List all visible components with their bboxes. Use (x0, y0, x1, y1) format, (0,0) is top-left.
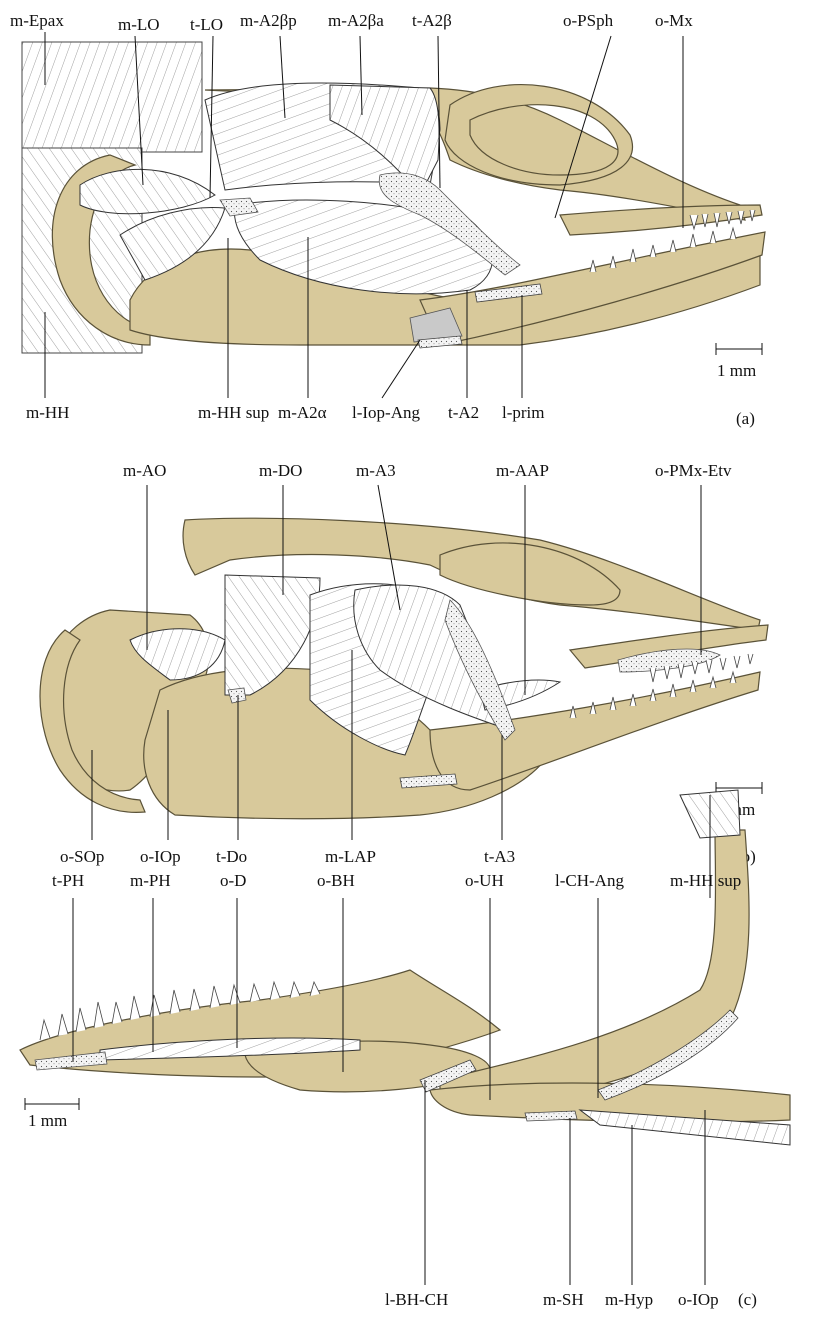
label-t-a2: t-A2 (448, 403, 479, 422)
label-m-lap: m-LAP (325, 847, 376, 866)
label-o-pmx-etv: o-PMx-Etv (655, 461, 732, 480)
label-o-d: o-D (220, 871, 246, 890)
label-t-ph: t-PH (52, 871, 84, 890)
label-m-a2ba: m-A2βa (328, 11, 384, 30)
label-t-a2b: t-A2β (412, 11, 452, 30)
scale-label-a: 1 mm (717, 361, 756, 380)
label-o-iop-c: o-IOp (678, 1290, 719, 1309)
label-m-hyp: m-Hyp (605, 1290, 653, 1309)
panel-c: t-PH m-PH o-D o-BH o-UH l-CH-Ang m-HH su… (20, 790, 790, 1309)
label-m-lo: m-LO (118, 15, 160, 34)
label-o-mx: o-Mx (655, 11, 693, 30)
scale-bar-c (25, 1098, 79, 1110)
label-o-sop: o-SOp (60, 847, 104, 866)
label-m-epax: m-Epax (10, 11, 64, 30)
label-l-prim: l-prim (502, 403, 545, 422)
scale-bar-a (716, 343, 762, 355)
label-m-ph: m-PH (130, 871, 171, 890)
label-t-do: t-Do (216, 847, 247, 866)
label-m-a3: m-A3 (356, 461, 396, 480)
label-t-lo: t-LO (190, 15, 223, 34)
epaxial-muscle (22, 42, 202, 152)
panel-letter-a: (a) (736, 409, 755, 428)
label-l-bh-ch: l-BH-CH (385, 1290, 448, 1309)
label-m-a2bp: m-A2βp (240, 11, 297, 30)
panel-letter-c: (c) (738, 1290, 757, 1309)
panel-b: m-AO m-DO m-A3 m-AAP o-PMx-Etv o-SOp o-I… (40, 461, 768, 866)
scale-label-c: 1 mm (28, 1111, 67, 1130)
m-sh-lig (525, 1111, 577, 1121)
panel-a: m-Epax m-LO t-LO m-A2βp m-A2βa t-A2β o-P… (10, 11, 765, 428)
label-m-ao: m-AO (123, 461, 166, 480)
label-l-ch-ang: l-CH-Ang (555, 871, 624, 890)
label-m-a2a: m-A2α (278, 403, 327, 422)
label-m-do: m-DO (259, 461, 302, 480)
label-m-hh: m-HH (26, 403, 69, 422)
label-o-iop-b: o-IOp (140, 847, 181, 866)
label-t-a3: t-A3 (484, 847, 515, 866)
label-m-sh: m-SH (543, 1290, 584, 1309)
label-m-hh-sup-c: m-HH sup (670, 871, 741, 890)
label-o-psph: o-PSph (563, 11, 614, 30)
m-lo-muscle (80, 169, 215, 213)
label-m-aap: m-AAP (496, 461, 549, 480)
label-o-uh: o-UH (465, 871, 504, 890)
orbit-ring-b (440, 543, 620, 605)
label-l-iop-ang: l-Iop-Ang (352, 403, 420, 422)
label-o-bh: o-BH (317, 871, 355, 890)
label-m-hh-sup: m-HH sup (198, 403, 269, 422)
upper-jaw-a (560, 205, 762, 235)
